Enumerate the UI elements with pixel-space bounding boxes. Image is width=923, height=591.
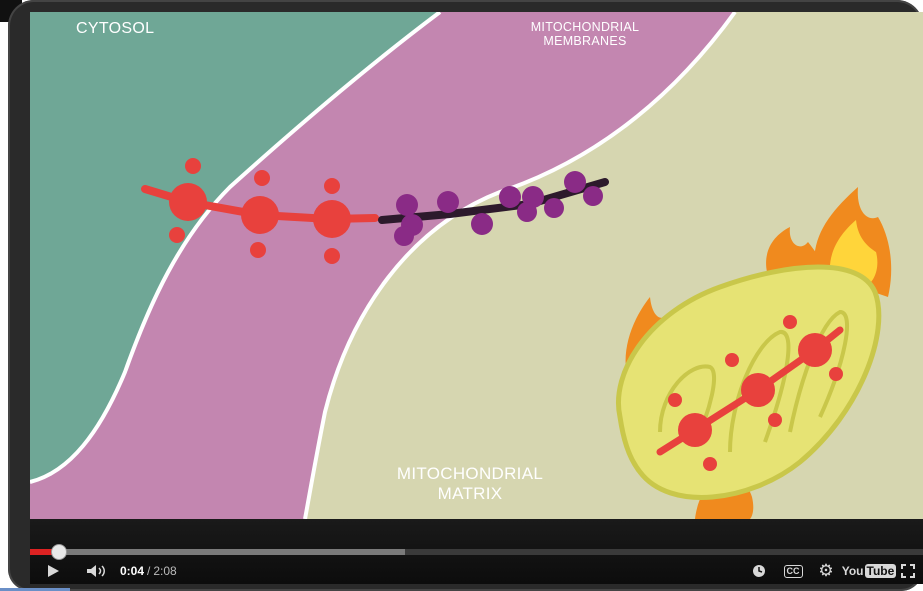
carnitine-chain: [378, 171, 609, 246]
matrix-label-line1: MITOCHONDRIAL: [396, 464, 544, 483]
volume-button[interactable]: [84, 563, 110, 579]
play-icon: [48, 565, 59, 577]
logo-tube: Tube: [864, 564, 897, 578]
matrix-label-line2: MATRIX: [437, 483, 503, 503]
time-display: 0:04 / 2:08: [120, 563, 177, 579]
scrubber-handle[interactable]: [50, 544, 67, 560]
fullscreen-icon: [901, 564, 915, 578]
gear-icon: ⚙: [818, 561, 834, 580]
progress-bar[interactable]: [30, 544, 923, 560]
watch-later-button[interactable]: [750, 563, 768, 579]
video-player[interactable]: CYTOSOL MITOCHONDRIAL MEMBRANES MITOCHON…: [30, 12, 923, 584]
outer-membrane-edge: [30, 12, 442, 484]
membrane-region: [30, 12, 735, 519]
inner-membrane-edge: [303, 12, 737, 519]
progress-buffered: [30, 549, 406, 555]
volume-icon: [87, 565, 105, 577]
corner-accent-line: [0, 588, 70, 591]
video-illustration: [30, 12, 892, 519]
progress-played: [30, 549, 59, 555]
mitochondrion: [616, 264, 882, 500]
membranes-label: MITOCHONDRIAL MEMBRANES: [500, 20, 670, 49]
video-frame[interactable]: CYTOSOL MITOCHONDRIAL MEMBRANES MITOCHON…: [30, 12, 923, 519]
matrix-label: MITOCHONDRIAL MATRIX: [380, 464, 560, 503]
settings-button[interactable]: ⚙: [816, 561, 836, 580]
play-button[interactable]: [42, 563, 64, 579]
current-time: 0:04: [120, 564, 145, 578]
fullscreen-button[interactable]: [898, 563, 918, 579]
captions-button[interactable]: CC: [782, 563, 804, 579]
fatty-acid-chain: [141, 158, 379, 264]
membranes-label-line1: MITOCHONDRIAL: [530, 20, 640, 34]
captions-icon: CC: [783, 564, 803, 578]
membranes-label-line2: MEMBRANES: [543, 34, 627, 49]
total-time: 2:08: [153, 564, 177, 578]
clock-icon: [753, 565, 765, 577]
logo-you: You: [841, 564, 864, 578]
cytosol-label: CYTOSOL: [76, 20, 155, 37]
cytosol-region: [30, 12, 440, 482]
time-separator: /: [147, 564, 151, 578]
